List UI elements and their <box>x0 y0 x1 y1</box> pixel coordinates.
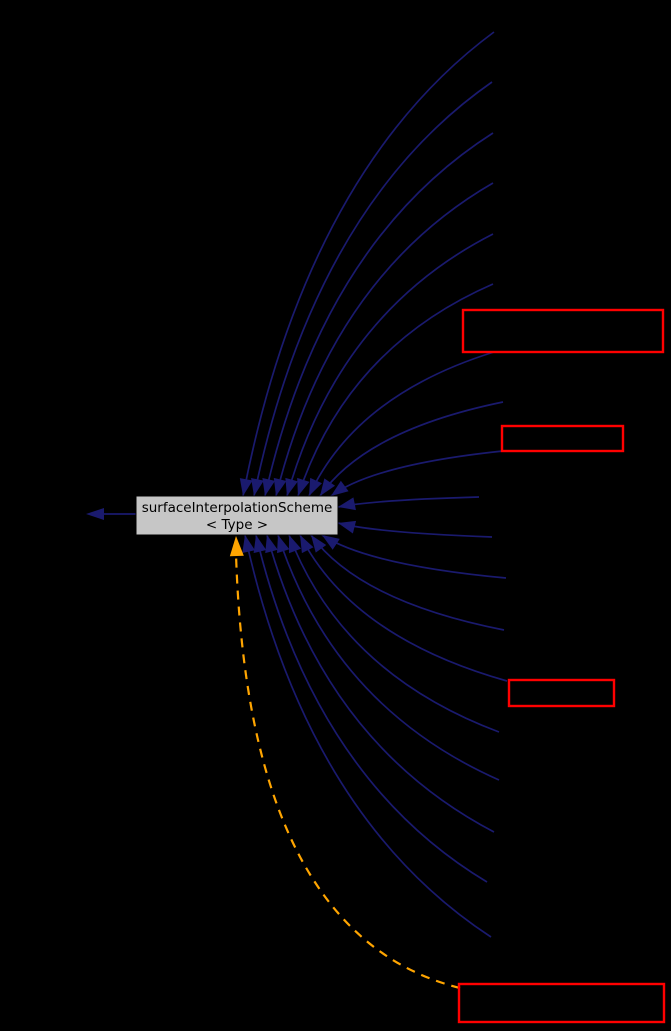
central-node-label-line1: surfaceInterpolationScheme <box>142 500 333 516</box>
inheritance-arrowhead-icon <box>277 535 290 554</box>
inheritance-arrowhead-icon <box>338 520 357 534</box>
inheritance-edge <box>286 233 494 497</box>
inheritance-arrowhead-icon <box>239 478 253 496</box>
inheritance-arrowhead-icon <box>288 535 302 554</box>
inheritance-arrowhead-icon <box>331 480 349 496</box>
highlighted-derived-class-box[interactable] <box>457 982 666 1024</box>
inheritance-arrowhead-icon <box>251 478 264 496</box>
inheritance-edge <box>299 534 508 682</box>
template-arrowhead-icon <box>229 536 244 557</box>
central-class-node: surfaceInterpolationScheme < Type > <box>135 495 339 536</box>
inheritance-arrowhead-icon <box>262 477 276 496</box>
inheritance-arrowhead-icon <box>273 477 287 496</box>
inheritance-edge <box>266 534 495 833</box>
inheritance-arrowhead-icon <box>285 477 298 496</box>
inheritance-arrowhead-icon <box>265 535 278 554</box>
inheritance-edge <box>242 31 495 497</box>
inheritance-edge <box>264 132 494 497</box>
inheritance-arrowhead-icon <box>338 497 356 511</box>
inheritance-edge <box>310 534 505 631</box>
inheritance-arrowhead-icon <box>311 535 327 553</box>
inheritance-arrowhead-icon <box>242 535 255 553</box>
central-node-label-line2: < Type > <box>206 517 268 533</box>
template-edge-layer <box>229 536 461 990</box>
inheritance-edge <box>244 534 492 938</box>
highlighted-derived-class-box[interactable] <box>500 424 625 453</box>
inheritance-edge <box>253 81 493 497</box>
inheritance-edge <box>308 351 495 497</box>
highlighted-derived-class-box[interactable] <box>461 308 665 354</box>
inheritance-arrowhead-icon <box>297 477 310 496</box>
inheritance-edge <box>277 534 500 781</box>
inheritance-edge <box>288 534 500 733</box>
inheritance-edges-layer <box>239 31 508 938</box>
inheritance-edge <box>319 401 504 497</box>
inheritance-arrowhead-icon <box>309 477 322 496</box>
inheritance-arrowhead-icon <box>253 535 267 554</box>
highlighted-nodes-layer <box>457 308 666 1024</box>
inheritance-edge <box>275 182 494 497</box>
base-class-edge <box>86 508 136 520</box>
inheritance-arrowhead-icon <box>300 535 314 554</box>
highlighted-derived-class-box[interactable] <box>507 678 616 708</box>
inheritance-edge <box>255 534 488 883</box>
inheritance-edge <box>297 283 494 497</box>
central-node-box <box>135 495 339 536</box>
base-class-arrowhead-icon <box>86 508 104 520</box>
inheritance-arrowhead-icon <box>322 535 340 550</box>
inheritance-arrowhead-icon <box>320 478 336 496</box>
